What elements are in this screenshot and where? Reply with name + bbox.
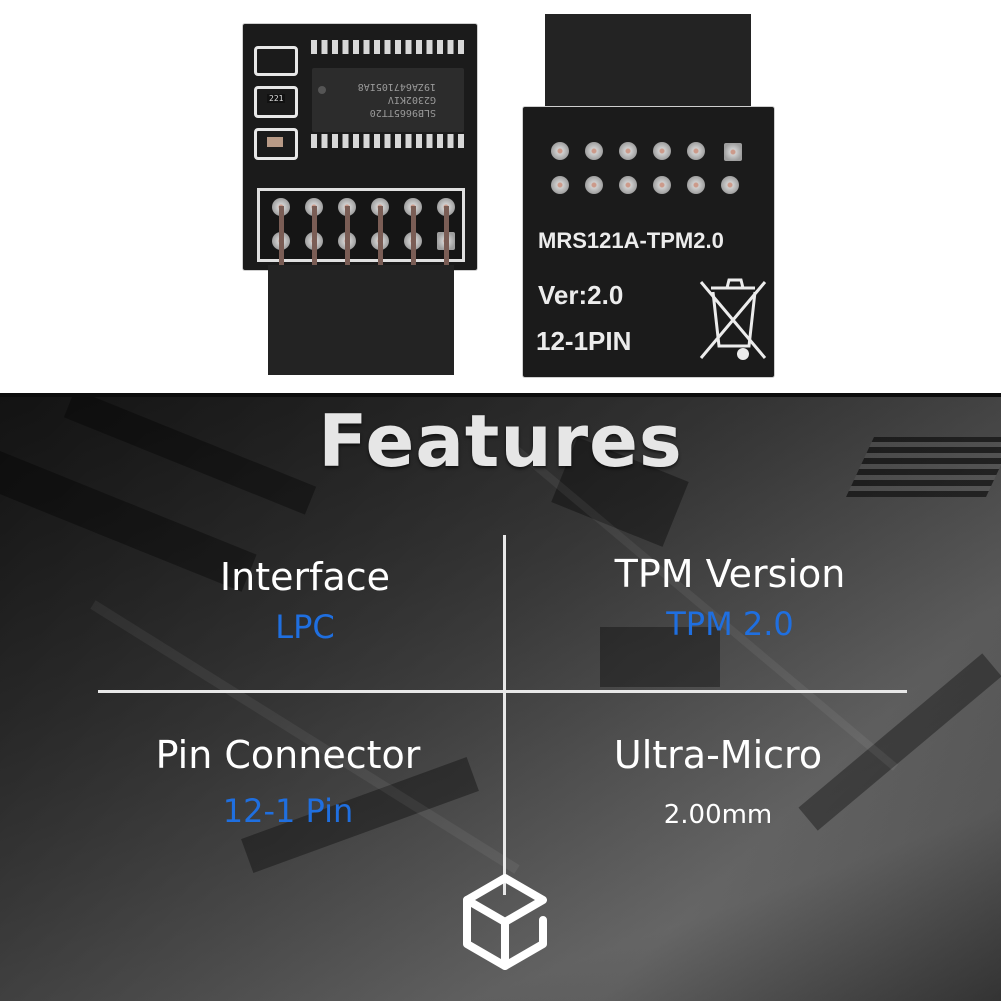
pin-header-frame: [257, 188, 465, 262]
silkscreen-pins: 12-1PIN: [536, 326, 632, 356]
pin: [687, 142, 705, 160]
feature-label: Pin Connector: [155, 733, 421, 777]
feature-interface: Interface LPC: [105, 555, 505, 647]
smd-capacitor: [254, 128, 298, 160]
smd-resistor: 221: [254, 86, 298, 118]
chip-marking-1: SLB9665TT20: [369, 107, 436, 119]
pin: [585, 142, 603, 160]
pin: [721, 176, 739, 194]
weee-crossed-bin-icon: [699, 278, 767, 360]
feature-value: LPC: [275, 608, 335, 646]
feature-value: 2.00mm: [663, 800, 773, 830]
product-photo: 221 SLB9665TT20 G2302KIV 19ZA647105IA8 M…: [0, 0, 1001, 393]
chip-marking-3: 19ZA647105IA8: [357, 81, 436, 93]
chip-marking-2: G2302KIV: [387, 94, 436, 106]
features-panel: Features Interface LPC TPM Version TPM 2…: [0, 393, 1001, 1001]
cube-icon: [463, 874, 547, 970]
silkscreen-model: MRS121A-TPM2.0: [538, 228, 724, 253]
pin-square: [724, 143, 742, 161]
resistor-marking: 221: [267, 94, 286, 103]
pin: [653, 142, 671, 160]
feature-pin-connector: Pin Connector 12-1 Pin: [88, 733, 488, 831]
feature-value: TPM 2.0: [666, 605, 794, 643]
chip-leads-top: [311, 40, 466, 54]
chip-leads-bottom: [311, 134, 466, 148]
features-title: Features: [318, 399, 683, 483]
pin: [551, 142, 569, 160]
vertical-divider: [503, 535, 506, 895]
feature-ultra-micro: Ultra-Micro 2.00mm: [518, 733, 918, 835]
pin: [551, 176, 569, 194]
feature-label: Ultra-Micro: [613, 733, 823, 777]
silkscreen-version: Ver:2.0: [538, 280, 624, 310]
pin: [687, 176, 705, 194]
feature-tpm-version: TPM Version TPM 2.0: [530, 552, 930, 644]
feature-label: TPM Version: [614, 552, 846, 596]
tpm-chip: SLB9665TT20 G2302KIV 19ZA647105IA8: [312, 68, 464, 132]
feature-value: 12-1 Pin: [222, 792, 354, 830]
pin: [653, 176, 671, 194]
pin: [619, 142, 637, 160]
pin: [619, 176, 637, 194]
feature-label: Interface: [219, 555, 391, 599]
horizontal-divider: [98, 690, 907, 693]
female-header-housing: [545, 14, 751, 110]
pin: [585, 176, 603, 194]
female-header-housing: [268, 265, 454, 375]
smd-pad: [254, 46, 298, 76]
